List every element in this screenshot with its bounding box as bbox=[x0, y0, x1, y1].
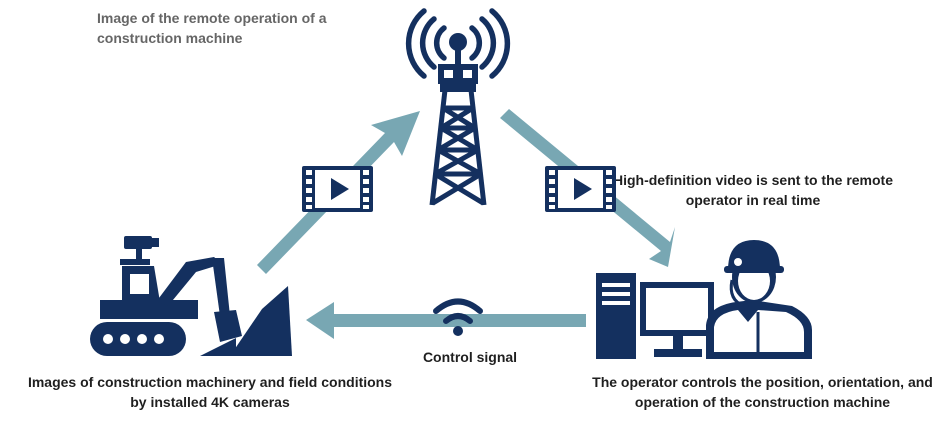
remote-operator-workstation-icon bbox=[596, 240, 812, 359]
machine-caption: Images of construction machinery and fie… bbox=[27, 374, 393, 410]
video-play-icon bbox=[545, 166, 616, 212]
wifi-signal-icon bbox=[433, 298, 483, 336]
excavator-with-camera-icon bbox=[90, 236, 292, 356]
operator-caption: The operator controls the position, orie… bbox=[592, 374, 933, 410]
diagram-title: Image of the remote operation of a const… bbox=[97, 10, 327, 46]
radio-tower-icon bbox=[405, 8, 511, 206]
arrow-operator-to-machine bbox=[306, 302, 586, 339]
control-signal-label: Control signal bbox=[422, 349, 518, 365]
video-caption: High-definition video is sent to the rem… bbox=[612, 172, 893, 208]
video-play-icon bbox=[302, 166, 373, 212]
